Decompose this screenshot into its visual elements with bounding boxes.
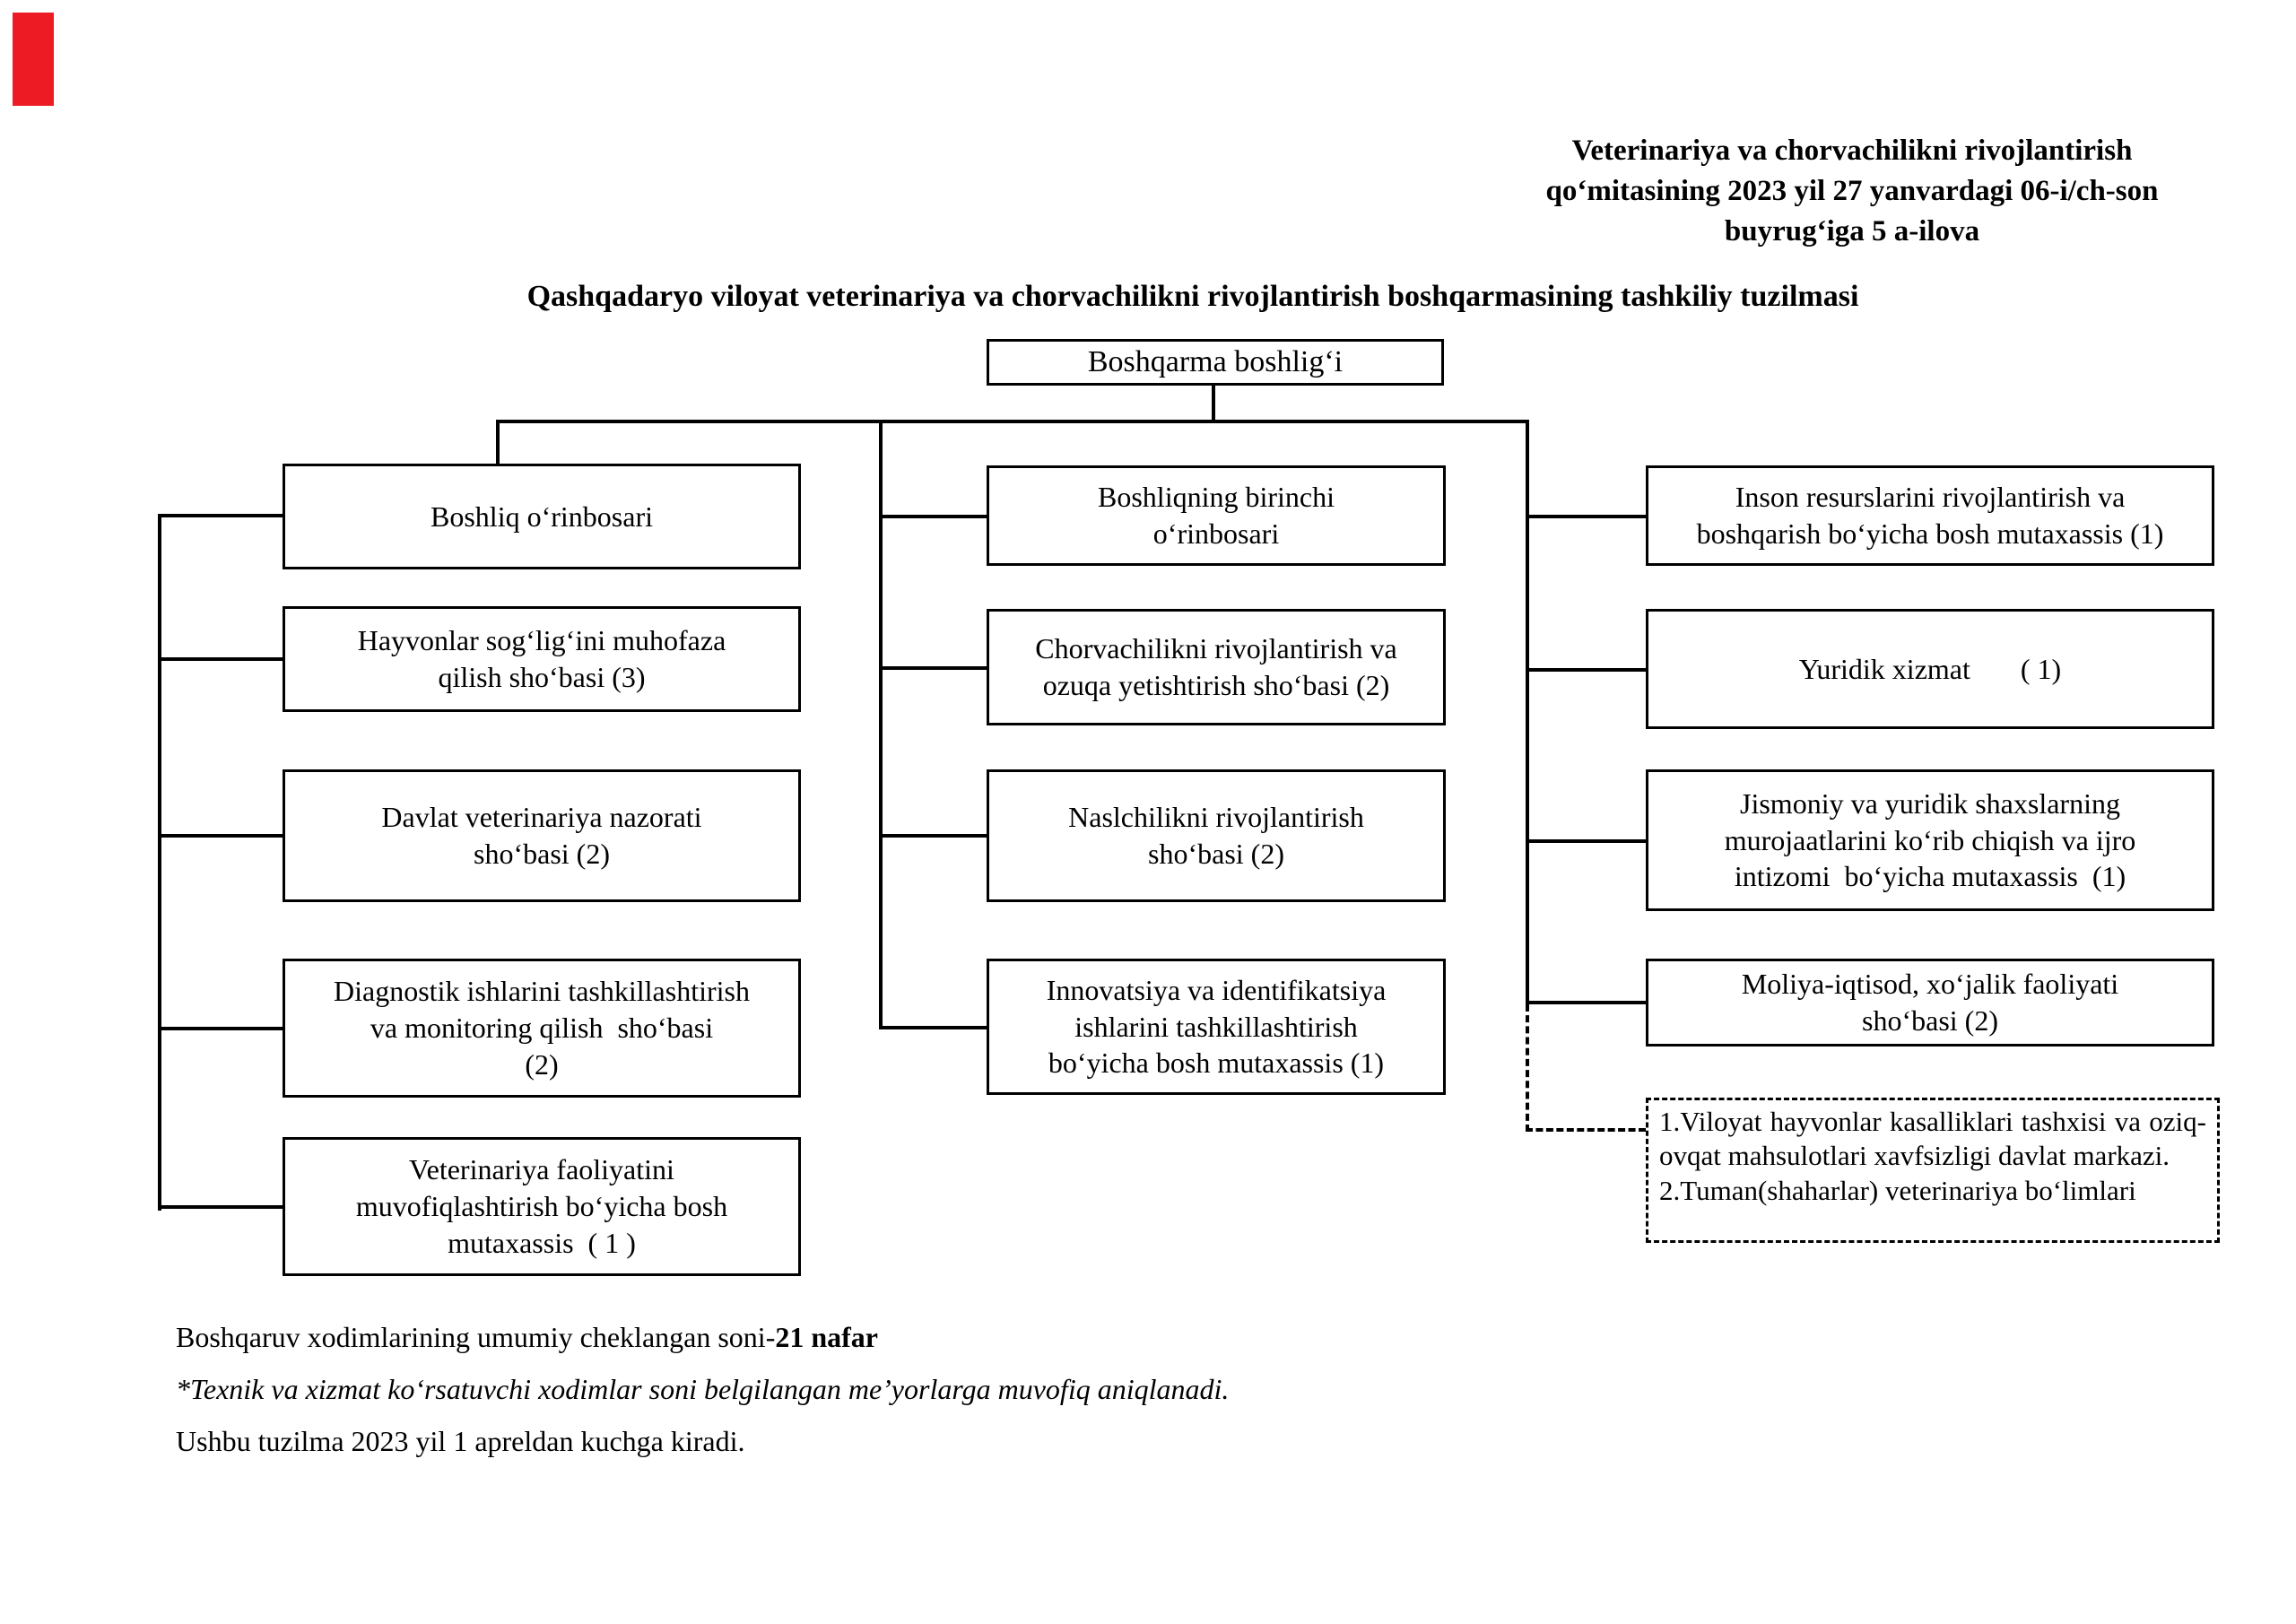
connector-right-stub-2 — [1526, 668, 1646, 672]
header-annex-note: Veterinariya va chorvachilikni rivojlant… — [1462, 131, 2242, 252]
org-box-label: Chorvachilikni rivojlantirish va ozuqa y… — [1035, 632, 1397, 701]
connector-middle-stub-1 — [879, 515, 987, 518]
org-box-livestock-feed: Chorvachilikni rivojlantirish va ozuqa y… — [987, 609, 1446, 725]
subordinate-unit-item: 2.Tuman(shaharlar) veterinariya boʻlimla… — [1659, 1174, 2136, 1206]
org-box-label: Veterinariya faoliyatini muvofiqlashtiri… — [355, 1153, 728, 1259]
org-box-breeding: Naslchilikni rivojlantirish shoʻbasi (2) — [987, 769, 1446, 902]
org-box-label: Boshliqning birinchi oʻrinbosari — [1098, 481, 1335, 550]
org-box-label: Yuridik xizmat ( 1) — [1798, 652, 2062, 685]
org-box-appeals-discipline-specialist: Jismoniy va yuridik shaxslarning murojaa… — [1646, 769, 2214, 911]
org-box-innovation-identification: Innovatsiya va identifikatsiya ishlarini… — [987, 959, 1446, 1095]
org-box-finance-economy: Moliya-iqtisod, xoʻjalik faoliyati shoʻb… — [1646, 959, 2214, 1046]
org-box-label: Boshliq oʻrinbosari — [430, 499, 653, 533]
org-box-label: Hayvonlar sogʻligʻini muhofaza qilish sh… — [357, 624, 726, 693]
footer-staff-limit: Boshqaruv xodimlarining umumiy cheklanga… — [176, 1311, 1521, 1363]
org-box-hr-specialist: Inson resurslarini rivojlantirish va bos… — [1646, 465, 2214, 566]
org-box-label: Davlat veterinariya nazorati shoʻbasi (2… — [381, 801, 702, 870]
org-box-label: Jismoniy va yuridik shaxslarning murojaa… — [1724, 786, 2136, 893]
org-box-root-label: Boshqarma boshligʻi — [1087, 345, 1344, 379]
footer-notes: Boshqaruv xodimlarining umumiy cheklanga… — [176, 1311, 1521, 1467]
footer-staff-limit-count: 21 nafar — [775, 1321, 878, 1353]
org-box-label: Diagnostik ishlarini tashkillashtirish v… — [334, 975, 750, 1081]
connector-right-stub-1 — [1526, 515, 1646, 518]
connector-root-drop — [1212, 384, 1215, 421]
org-box-state-vet-control: Davlat veterinariya nazorati shoʻbasi (2… — [283, 769, 801, 902]
org-box-label: Naslchilikni rivojlantirish shoʻbasi (2) — [1068, 801, 1364, 870]
connector-middle-stub-3 — [879, 834, 987, 838]
subordinate-unit-item: 1.Viloyat hayvonlar kasalliklari tashxis… — [1659, 1106, 2206, 1172]
connector-left-stub-1 — [158, 514, 284, 517]
connector-left-stub-5 — [158, 1205, 284, 1209]
connector-right-spine — [1526, 420, 1529, 1004]
connector-left-stub-3 — [158, 834, 284, 838]
header-annex-line: buyrugʻiga 5 a-ilova — [1724, 215, 1980, 248]
connector-left-drop — [496, 420, 500, 464]
org-box-legal-service: Yuridik xizmat ( 1) — [1646, 609, 2214, 729]
page-title: Qashqadaryo viloyat veterinariya va chor… — [526, 280, 1859, 313]
connector-middle-spine — [879, 420, 883, 1029]
connector-left-stub-4 — [158, 1027, 284, 1030]
footer-staff-limit-text: Boshqaruv xodimlarining umumiy cheklanga… — [176, 1321, 776, 1353]
connector-middle-stub-4 — [879, 1026, 987, 1029]
org-box-diagnostics-monitoring: Diagnostik ishlarini tashkillashtirish v… — [283, 959, 801, 1098]
org-box-label: Moliya-iqtisod, xoʻjalik faoliyati shoʻb… — [1741, 968, 2119, 1037]
corner-red-mark — [13, 13, 54, 106]
org-box-label: Innovatsiya va identifikatsiya ishlarini… — [1046, 973, 1387, 1080]
header-annex-line: Veterinariya va chorvachilikni rivojlant… — [1571, 135, 2133, 167]
org-box-vet-coordination-specialist: Veterinariya faoliyatini muvofiqlashtiri… — [283, 1137, 801, 1276]
connector-dashed-vertical — [1526, 1004, 1529, 1132]
footer-technical-staff-note: *Texnik va xizmat koʻrsatuvchi xodimlar … — [176, 1373, 1230, 1405]
org-box-first-deputy: Boshliqning birinchi oʻrinbosari — [987, 465, 1446, 566]
connector-left-spine — [158, 514, 161, 1211]
connector-middle-stub-2 — [879, 666, 987, 670]
org-box-animal-health: Hayvonlar sogʻligʻini muhofaza qilish sh… — [283, 606, 801, 712]
connector-left-stub-2 — [158, 657, 284, 661]
org-box-label: Inson resurslarini rivojlantirish va bos… — [1696, 481, 2164, 550]
org-box-subordinate-units: 1.Viloyat hayvonlar kasalliklari tashxis… — [1646, 1098, 2220, 1243]
connector-right-stub-3 — [1526, 839, 1646, 843]
connector-dashed-horizontal — [1526, 1128, 1646, 1132]
org-box-root: Boshqarma boshligʻi — [987, 339, 1444, 386]
connector-right-stub-4 — [1526, 1001, 1646, 1004]
footer-effective-date: Ushbu tuzilma 2023 yil 1 apreldan kuchga… — [176, 1425, 745, 1457]
header-annex-line: qoʻmitasining 2023 yil 27 yanvardagi 06-… — [1545, 175, 2159, 207]
org-box-deputy-head: Boshliq oʻrinbosari — [283, 464, 801, 569]
connector-main-bar — [496, 420, 1529, 423]
